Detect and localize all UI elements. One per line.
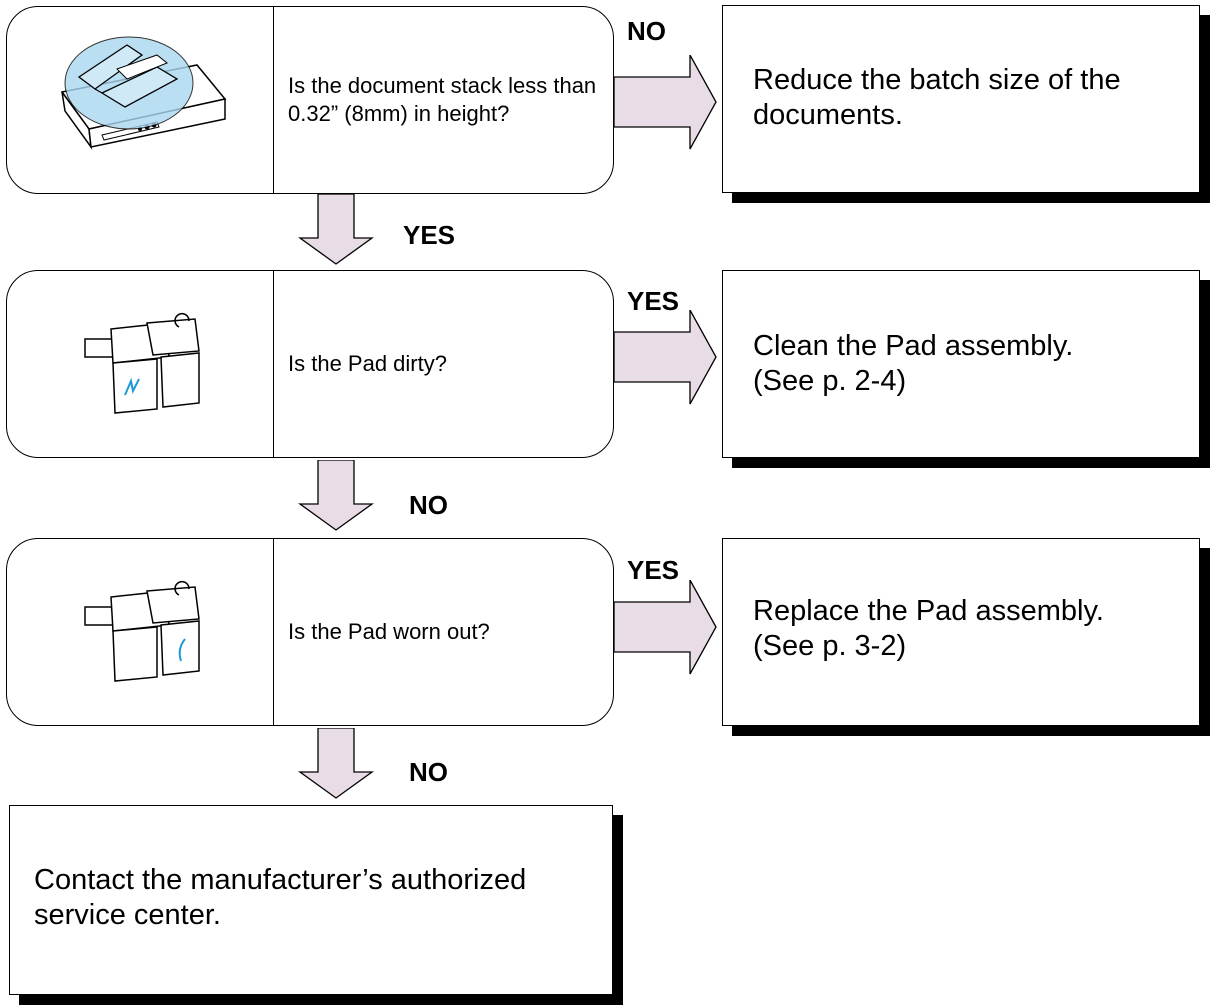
action-box-2: Clean the Pad assembly. (See p. 2-4) bbox=[722, 270, 1200, 458]
question-box-3: Is the Pad worn out? bbox=[6, 538, 614, 726]
action-text-1: Reduce the batch size of the documents. bbox=[753, 64, 1121, 131]
action-text-2a: Clean the Pad assembly. bbox=[753, 330, 1074, 362]
next-label-3: NO bbox=[409, 757, 448, 787]
action-text-2b: (See p. 2-4) bbox=[753, 365, 907, 397]
action-box-1: Reduce the batch size of the documents. bbox=[722, 5, 1200, 193]
pad-assembly-worn-illustration bbox=[7, 539, 273, 725]
down-arrow-2 bbox=[298, 460, 374, 531]
down-arrow-1 bbox=[298, 194, 374, 265]
question-text-3: Is the Pad worn out? bbox=[288, 619, 490, 644]
branch-label-3: YES bbox=[627, 555, 680, 585]
question-divider bbox=[273, 271, 274, 457]
final-action-text: Contact the manufacturer’s authorized se… bbox=[34, 864, 527, 931]
question-box-2: Is the Pad dirty? bbox=[6, 270, 614, 458]
down-arrow-3 bbox=[298, 728, 374, 799]
right-arrow-1 bbox=[614, 55, 717, 150]
action-text-3a: Replace the Pad assembly. bbox=[753, 595, 1104, 627]
question-text-2: Is the Pad dirty? bbox=[288, 351, 447, 376]
next-label-1: YES bbox=[403, 220, 456, 250]
action-box-3: Replace the Pad assembly. (See p. 3-2) bbox=[722, 538, 1200, 726]
right-arrow-3 bbox=[614, 580, 717, 675]
branch-label-2: YES bbox=[627, 286, 680, 316]
pad-assembly-dirty-illustration bbox=[7, 271, 273, 457]
branch-label-1: NO bbox=[627, 16, 666, 46]
question-divider bbox=[273, 539, 274, 725]
action-text-3b: (See p. 3-2) bbox=[753, 630, 907, 662]
question-box-1: Is the document stack less than 0.32” (8… bbox=[6, 6, 614, 194]
right-arrow-2 bbox=[614, 310, 717, 405]
final-action-box: Contact the manufacturer’s authorized se… bbox=[9, 805, 613, 995]
question-text-1: Is the document stack less than 0.32” (8… bbox=[288, 73, 597, 126]
next-label-2: NO bbox=[409, 490, 448, 520]
question-divider bbox=[273, 7, 274, 193]
scanner-feeder-illustration bbox=[7, 7, 273, 193]
